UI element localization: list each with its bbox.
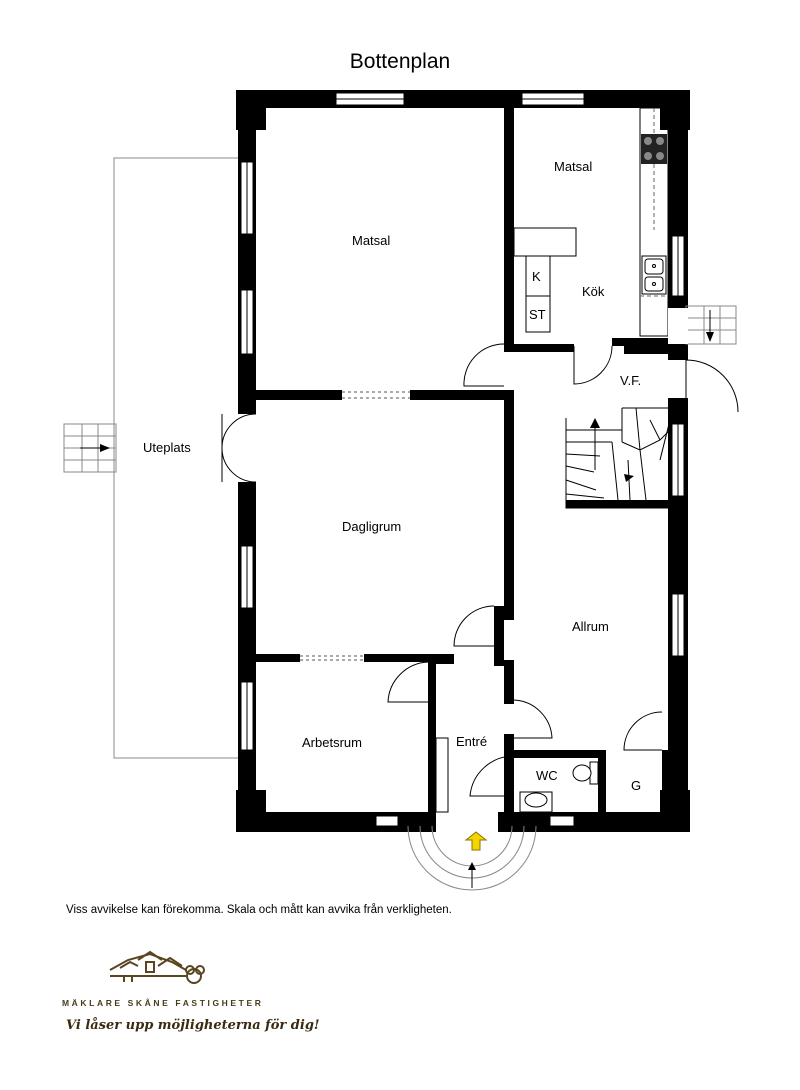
stove-icon (641, 134, 667, 164)
stairs-turn-arrow-icon (624, 474, 634, 482)
back-steps-arrow-icon (706, 332, 714, 342)
terrace-outline (113, 157, 243, 759)
room-label-k: K (532, 269, 541, 284)
kitchen-fixtures (513, 107, 669, 337)
wc-fixtures (519, 761, 599, 813)
room-label-wc: WC (536, 768, 558, 783)
terrace-double-door (221, 413, 257, 483)
room-label-entre: Entré (456, 734, 487, 749)
outer-walls (236, 90, 690, 832)
room-label-uteplats: Uteplats (143, 440, 191, 455)
room-label-vf: V.F. (620, 373, 641, 388)
room-label-arbetsrum: Arbetsrum (302, 735, 362, 750)
interior-walls (256, 108, 688, 832)
room-label-matsal-main: Matsal (352, 233, 390, 248)
room-label-kok: Kök (582, 284, 605, 299)
door-swings (387, 343, 663, 797)
stairs-up-arrow-icon (590, 418, 600, 428)
room-label-allrum: Allrum (572, 619, 609, 634)
brand-tagline: Vi låser upp möjligheterna för dig! (66, 1018, 320, 1033)
entrance-arrow-icon (464, 831, 488, 851)
room-label-g: G (631, 778, 641, 793)
back-door-swing (685, 359, 739, 413)
disclaimer-text: Viss avvikelse kan förekomma. Skala och … (66, 904, 452, 916)
back-steps (685, 305, 737, 345)
room-label-st: ST (529, 307, 546, 322)
windows (240, 92, 685, 827)
sink-icon (641, 255, 667, 295)
terrace-arrow-icon (100, 444, 110, 452)
floor-plan-title: Bottenplan (349, 50, 451, 73)
brand-name: MÄKLARE SKÅNE FASTIGHETER (62, 998, 264, 1008)
room-label-dagligrum: Dagligrum (342, 519, 401, 534)
brand-logo (109, 950, 205, 984)
open-passages (300, 391, 410, 661)
staircase (565, 407, 671, 509)
room-label-matsal-kitchen: Matsal (554, 159, 592, 174)
